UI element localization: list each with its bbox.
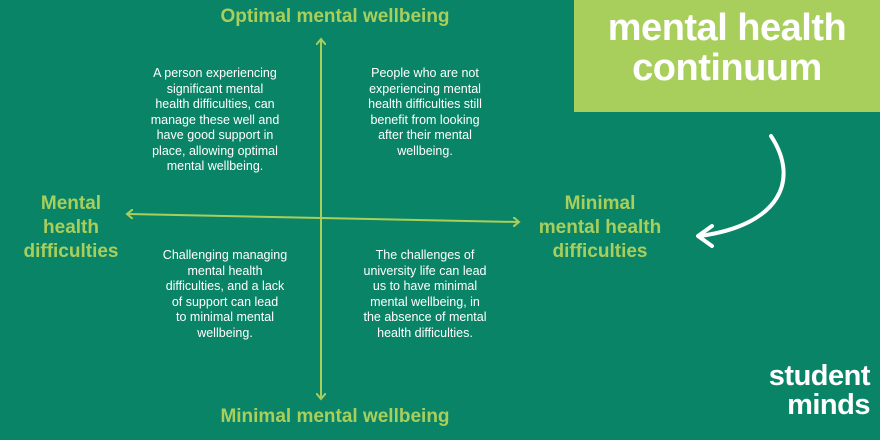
quadrant-top-right-text: People who are not experiencing mental h… [368,66,482,158]
title-box: mental health continuum [574,0,880,112]
diagram-title: mental health continuum [607,7,847,89]
student-minds-logo: student minds [768,360,871,421]
curved-arrow-head-icon [696,224,714,248]
bottom-axis-label: Minimal mental wellbeing [220,406,450,427]
quadrant-bottom-right-text: The challenges of university life can le… [363,248,487,340]
quadrant-bottom-left-text: Challenging managing mental health diffi… [162,248,288,340]
curved-arrow-icon [698,134,786,238]
horizontal-axis [128,214,518,222]
top-axis-label: Optimal mental wellbeing [220,6,450,27]
left-axis-label: Mental health difficulties [23,193,119,262]
right-axis-label: Minimal mental health difficulties [538,193,662,262]
quadrant-top-left-text: A person experiencing significant mental… [150,66,280,173]
